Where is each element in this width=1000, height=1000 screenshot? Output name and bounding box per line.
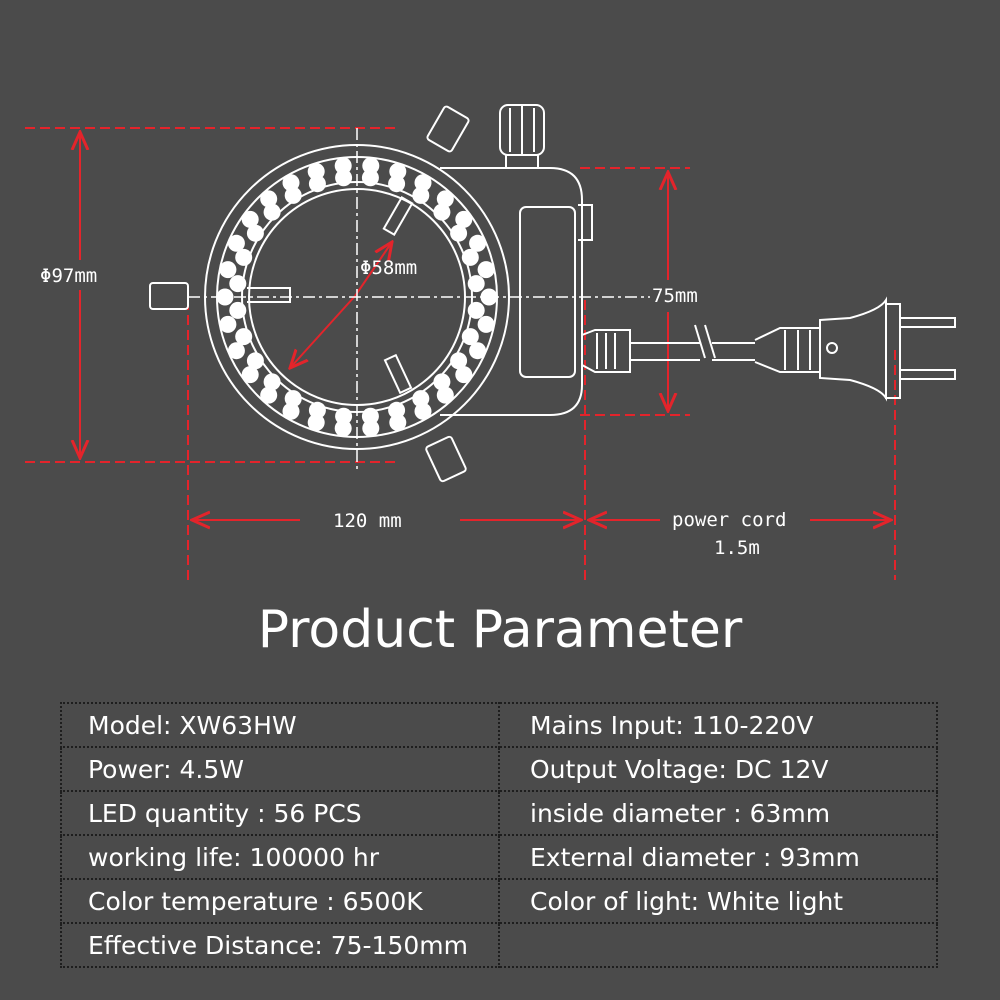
height-label: 75mm [652,285,698,307]
width-label: 120 mm [333,510,402,532]
led-dot [388,175,406,193]
led-dot [263,203,281,221]
led-dot [467,275,485,293]
center-lines [188,128,650,470]
led-dot [450,352,468,370]
led-dot [235,248,253,266]
param-cell: Effective Distance: 75-150mm [60,922,500,968]
led-dot [260,386,278,404]
led-dot [229,275,247,293]
param-cell: working life: 100000 hr [60,834,500,880]
table-row: Model: XW63HW Mains Input: 110-220V [60,702,938,748]
led-dot [450,224,468,242]
led-dot [241,366,259,384]
table-row: working life: 100000 hr External diamete… [60,834,938,880]
led-dot [216,288,234,306]
led-dot [436,386,454,404]
param-cell [498,922,938,968]
led-dot [263,373,281,391]
dimension-lines [25,127,896,580]
param-cell: Output Voltage: DC 12V [498,746,938,792]
led-dot [334,419,352,437]
table-row: Power: 4.5W Output Voltage: DC 12V [60,746,938,792]
led-dot [335,169,353,187]
led-dot [282,174,300,192]
led-dot [284,186,302,204]
led-dot [461,328,479,346]
led-dot [260,190,278,208]
led-dot [412,186,430,204]
param-cell: External diameter : 93mm [498,834,938,880]
led-dot [433,203,451,221]
led-dot [282,402,300,420]
inner-diameter-label: Φ58mm [360,257,417,279]
table-row: Effective Distance: 75-150mm [60,922,938,968]
led-dot [455,366,473,384]
led-dot [433,373,451,391]
led-dot [284,390,302,408]
power-cord [581,296,956,402]
led-dot [461,248,479,266]
led-dot [414,402,432,420]
led-dot [467,301,485,319]
table-row: Color temperature : 6500K Color of light… [60,878,938,924]
led-array [216,157,498,437]
led-dot [436,190,454,208]
param-cell: Mains Input: 110-220V [498,702,938,748]
led-dot [229,301,247,319]
param-cell: Color temperature : 6500K [60,878,500,924]
led-dot [235,328,253,346]
led-dot [308,175,326,193]
param-cell: inside diameter : 63mm [498,790,938,836]
led-dot [477,261,495,279]
led-dot [307,163,325,180]
led-dot [334,157,352,175]
dimension-arrows [80,132,891,520]
led-dot [246,352,264,370]
param-cell: Model: XW63HW [60,702,500,748]
param-cell: LED quantity : 56 PCS [60,790,500,836]
cord-label: power cord [672,509,786,531]
ring-light-diagram: Φ97mm Φ58mm 75mm 120 mm power cord 1.5m [25,104,956,580]
param-cell: Power: 4.5W [60,746,500,792]
outer-diameter-label: Φ97mm [40,265,97,287]
led-dot [455,210,473,228]
led-dot [219,315,237,333]
led-dot [389,414,407,431]
cord-length-label: 1.5m [714,537,760,559]
parameter-table: Model: XW63HW Mains Input: 110-220V Powe… [60,702,938,968]
led-dot [362,419,380,437]
led-dot [469,342,487,360]
led-dot [477,315,495,333]
led-dot [241,210,259,228]
led-dot [389,163,407,180]
led-dot [307,414,325,431]
led-dot [308,401,326,419]
led-dot [412,390,430,408]
led-dot [361,169,379,187]
led-dot [388,401,406,419]
led-dot [469,234,487,252]
led-dot [414,174,432,192]
led-dot [362,157,380,175]
led-dot [219,261,237,279]
led-dot [335,407,353,425]
table-row: LED quantity : 56 PCS inside diameter : … [60,790,938,836]
param-cell: Color of light: White light [498,878,938,924]
led-dot [361,407,379,425]
led-dot [246,224,264,242]
led-dot [227,342,245,360]
led-dot [227,234,245,252]
section-title: Product Parameter [257,600,743,660]
